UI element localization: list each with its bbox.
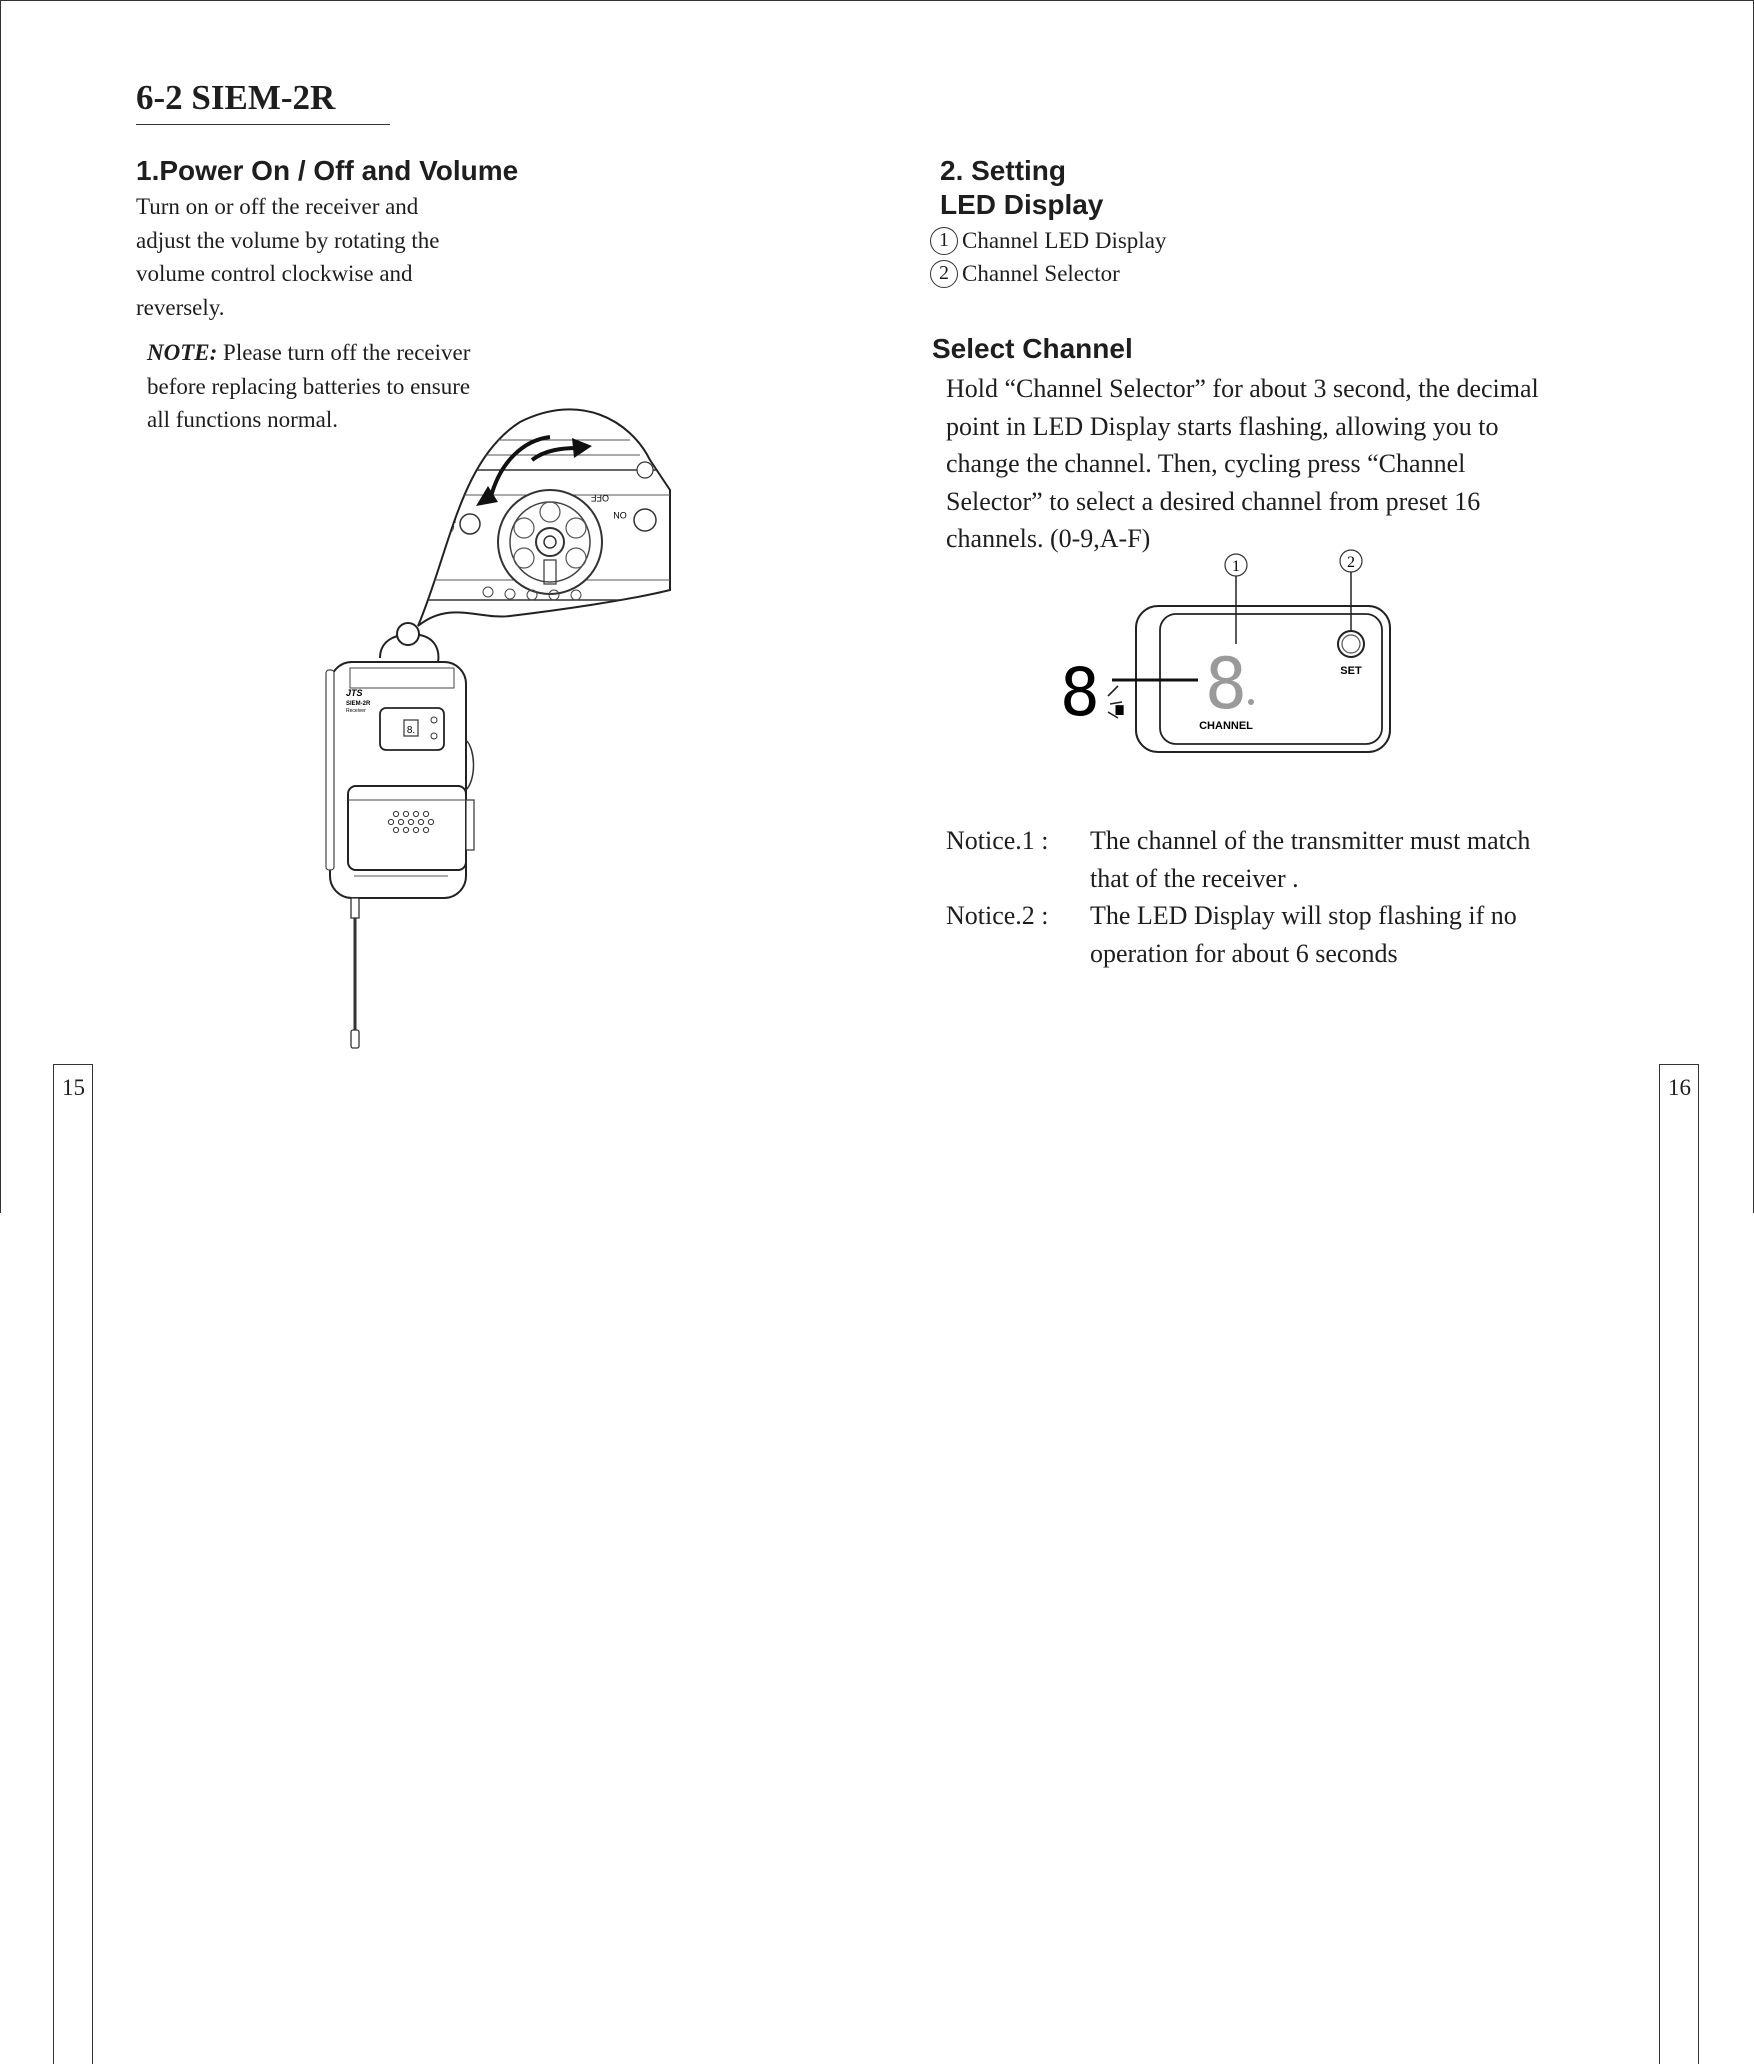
brand-logo: JTS [346,688,363,698]
legend-list: 1 Channel LED Display 2 Channel Selector [930,224,1166,290]
power-heading: 1.Power On / Off and Volume [136,155,519,186]
legend-label: Channel LED Display [962,228,1167,253]
power-line: Turn on or off the receiver and [136,194,419,219]
select-channel-heading: Select Channel [932,333,1133,364]
receiver-illustration: OFF ON LOW /ON JTS SIEM-2R Receiver 8. [325,408,671,1049]
set-label: SET [1340,665,1362,677]
notice-text: The channel of the transmitter must matc… [1090,826,1531,855]
rotation-arrow-icon [488,435,551,501]
notice-label: Notice.2 : [946,901,1049,930]
callout-2: 2 [1347,554,1355,571]
page-number: 15 [53,1064,93,2064]
led-display-heading: LED Display [940,189,1104,220]
small-led-digit: 8. [407,725,415,736]
select-channel-line: change the channel. Then, cycling press … [946,449,1466,478]
note-line: all functions normal. [147,407,338,432]
note-label: NOTE: [147,340,218,365]
section-title: 6-2 SIEM-2R [136,78,336,117]
select-channel-line: channels. (0-9,A-F) [946,524,1151,553]
notices: Notice.1 : The channel of the transmitte… [946,822,1530,972]
callout-1: 1 [1232,558,1240,575]
select-channel-text: Hold “Channel Selector” for about 3 seco… [946,370,1539,558]
select-channel-line: point in LED Display starts flashing, al… [946,411,1499,441]
channel-label: CHANNEL [1199,720,1253,732]
select-channel-line: Selector” to select a desired channel fr… [946,486,1481,516]
notice-continuation: operation for about 6 seconds [946,935,1530,973]
flashing-indicator-icon [1107,685,1123,719]
notice-text: operation for about 6 seconds [1090,938,1398,968]
enlarged-digit: 8. [1060,654,1139,731]
low-button-icon [459,513,481,535]
legend-label: Channel Selector [962,261,1120,286]
notice-item: Notice.1 : The channel of the transmitte… [946,822,1530,860]
callout-number: 1 [930,226,958,255]
power-line: adjust the volume by rotating the [136,227,440,253]
title-underline [136,124,390,125]
power-description: Turn on or off the receiver and adjust t… [136,190,439,324]
notice-item: Notice.2 : The LED Display will stop fla… [946,897,1530,935]
model-label: SIEM-2R [346,701,371,707]
legend-item: 2 Channel Selector [930,257,1166,290]
receiver-body: JTS SIEM-2R Receiver 8. [325,622,475,1049]
select-channel-line: Hold “Channel Selector” for about 3 seco… [946,374,1539,403]
notice-text: that of the receiver . [1090,863,1299,893]
led-panel-diagram: 1 2 8 CHANNEL SET 8. [1060,549,1391,753]
power-line: reversely. [136,294,225,320]
channel-digit: 8 [1205,643,1247,725]
callout-number: 2 [930,259,958,288]
page-number: 16 [1659,1064,1699,2064]
note-line: before replacing batteries to ensure [147,373,471,399]
receiver-label: Receiver [346,708,366,714]
switch-on-label: ON [613,510,627,520]
switch-off-label: OFF [591,493,609,503]
notice-label: Notice.1 : [946,826,1049,855]
note-line: Please turn off the receiver [217,340,471,365]
legend-item: 1 Channel LED Display [930,224,1166,257]
power-line: volume control clockwise and [136,261,413,286]
notice-continuation: that of the receiver . [946,860,1530,898]
setting-heading: 2. Setting [940,155,1067,186]
note-block: NOTE: Please turn off the receiver befor… [147,336,470,437]
notice-text: The LED Display will stop flashing if no [1090,901,1517,930]
